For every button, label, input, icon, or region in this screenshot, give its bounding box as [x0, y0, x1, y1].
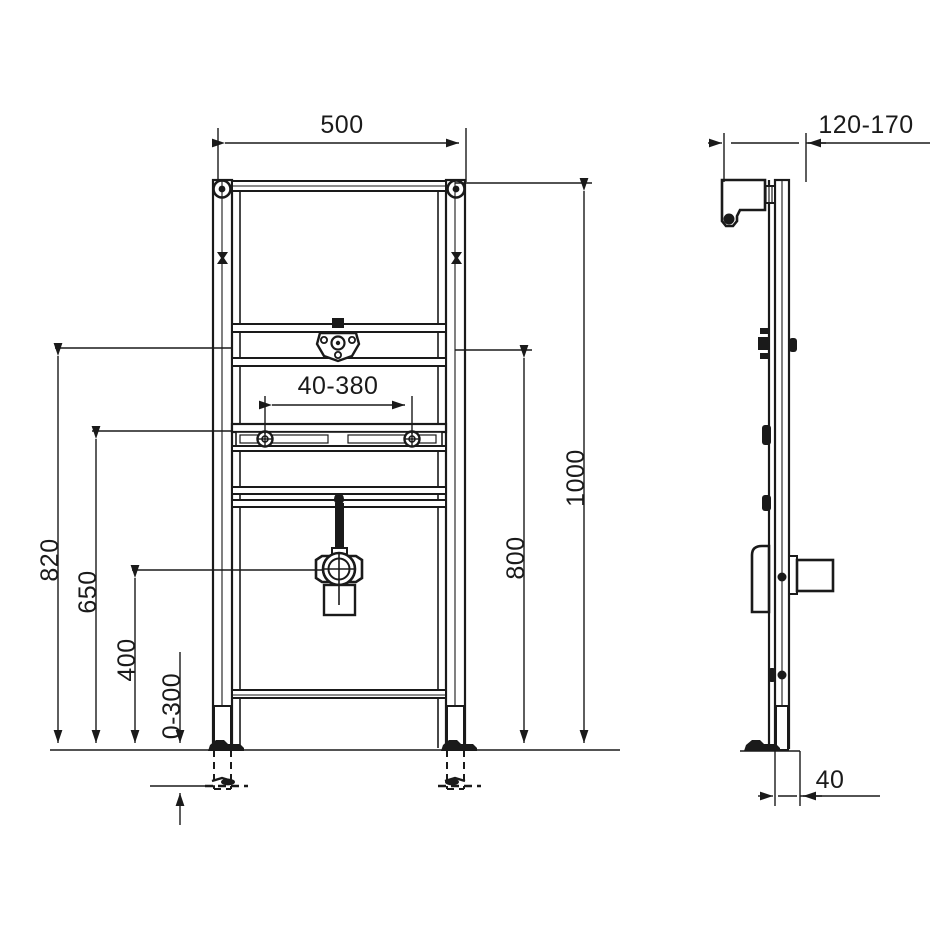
inner-stiles [239, 186, 439, 748]
adjustable-foot-right [441, 740, 477, 751]
dim-40-380-label: 40-380 [298, 372, 379, 400]
right-post [444, 178, 467, 790]
dim-800-label: 800 [502, 536, 530, 579]
side-bracket-lower [762, 495, 771, 511]
adjustable-foot-left-lowered [205, 776, 248, 788]
left-post [211, 178, 234, 790]
dimension-lines-front [50, 128, 620, 825]
post-bracket-marker-right [451, 252, 462, 264]
side-trap-body [750, 544, 771, 614]
side-bracket-mid [762, 425, 771, 445]
side-drain-spigot [788, 555, 835, 595]
side-fixing-dot-upper [777, 572, 787, 582]
drain-trap-assembly [314, 493, 364, 617]
dim-650-label: 650 [74, 570, 102, 613]
side-main-profile [773, 178, 791, 751]
side-view-frame [720, 178, 835, 751]
front-view-frame [211, 178, 467, 790]
side-bracket-upper [758, 328, 770, 359]
wall-fixing-eyelet-left [212, 179, 232, 199]
side-adjustable-foot [744, 740, 780, 751]
dim-40-label: 40 [816, 766, 845, 794]
dim-120-170-label: 120-170 [818, 111, 913, 139]
dim-500-label: 500 [320, 111, 363, 139]
dim-820-label: 820 [36, 538, 64, 581]
dim-0-300-label: 0-300 [158, 673, 186, 739]
adjustable-foot-right-lowered [438, 776, 481, 788]
adjustable-foot-left [208, 740, 244, 751]
side-bracket-bottom [768, 668, 776, 682]
dim-400-label: 400 [113, 638, 141, 681]
tap-connection-fitting [315, 318, 361, 363]
side-rail-lug-upper [789, 338, 797, 352]
dim-1000-label: 1000 [562, 449, 590, 507]
post-bracket-marker-left [217, 252, 228, 264]
bottom-cross-rail [231, 689, 447, 699]
wall-fixing-eyelet-right [446, 179, 466, 199]
dim-500-extension [217, 128, 467, 182]
side-top-wall-bracket [720, 178, 776, 228]
top-cross-rail [231, 180, 447, 192]
dimension-lines-side [708, 133, 930, 806]
side-fixing-dot-lower [777, 670, 787, 680]
adjustable-mounting-rail [230, 422, 448, 452]
